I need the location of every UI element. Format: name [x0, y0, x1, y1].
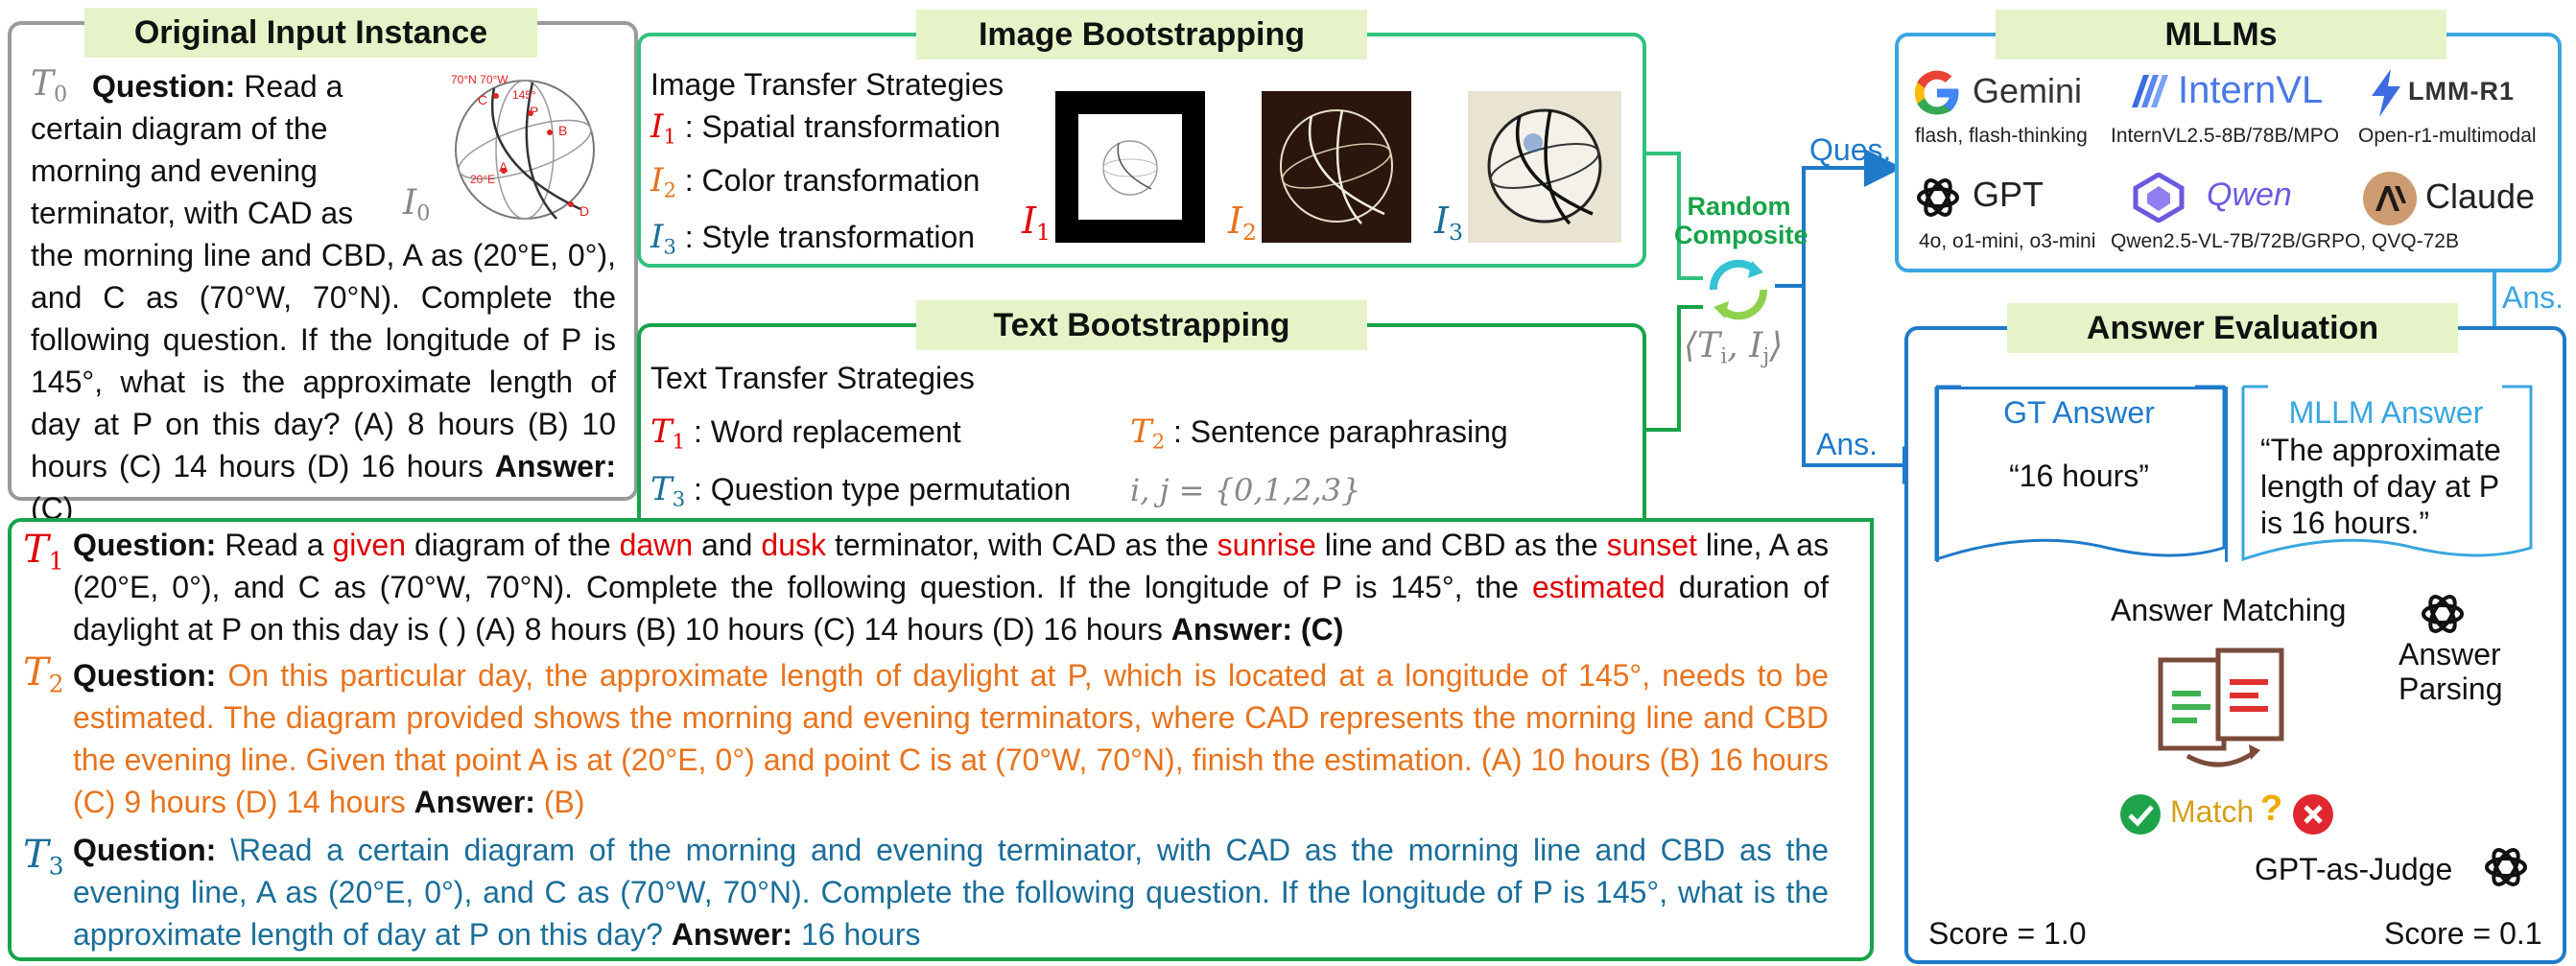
text-strategy-2: T2 : Sentence paraphrasing [1130, 412, 1508, 454]
answer-label: Answer: [494, 449, 617, 483]
match-label: Match [2170, 794, 2255, 829]
example-t3-text: Question: \Read a certain diagram of the… [73, 833, 1829, 952]
examples-panel [8, 518, 1874, 961]
model-name-qwen: Qwen [2207, 177, 2292, 213]
score-left: Score = 1.0 [1928, 916, 2087, 951]
original-t0-label: T0 [31, 64, 68, 107]
google-logo-icon [1914, 70, 1959, 115]
original-question-line2: certain diagram of the [31, 111, 328, 146]
model-name-gemini: Gemini [1973, 71, 2083, 110]
original-input-panel [8, 21, 638, 501]
text-strategies-heading: Text Transfer Strategies [650, 361, 975, 395]
globe-label-6: A [499, 159, 508, 175]
globe-label-1: 70°N 70°W [451, 73, 508, 86]
anthropic-logo-icon [2363, 172, 2417, 225]
qwen-logo-icon [2133, 173, 2185, 223]
refresh-cycle-icon [1709, 259, 1768, 320]
answer-matching-label: Answer Matching [2111, 593, 2347, 627]
original-i0-label: I0 [403, 183, 431, 226]
original-question-line3: morning and evening [31, 153, 318, 188]
example-t3-symbol: T3 [23, 833, 64, 881]
model-name-gpt: GPT [1973, 175, 2044, 214]
image-thumb-label-2: I2 [1228, 200, 1257, 247]
check-icon [2120, 794, 2161, 835]
ans-label: Ans. [1816, 427, 1879, 461]
internvl-logo-icon [2132, 75, 2168, 107]
answer-parsing-label: Answer Parsing [2399, 637, 2503, 706]
cross-icon [2293, 794, 2333, 835]
image-strategy-2: I2 : Color transformation [650, 161, 981, 202]
example-t2-symbol: T2 [23, 650, 64, 698]
composite-label: Random Composite [1674, 192, 1808, 249]
question-mark-icon: ? [2260, 789, 2283, 829]
globe-label-2: C [478, 92, 488, 107]
globe-label-7: 20°E [470, 173, 496, 186]
original-question-line4: terminator, with CAD as [31, 196, 354, 230]
mllm-answer-value: “The approximate length of day at P is 1… [2260, 433, 2501, 540]
model-variants-internvl: InternVL2.5-8B/78B/MPO [2111, 125, 2340, 147]
gt-answer-title: GT Answer [2003, 395, 2155, 430]
globe-label-4: 145° [512, 88, 536, 102]
image-strategies-heading: Image Transfer Strategies [650, 67, 1004, 102]
example-t1-symbol: T1 [23, 528, 64, 576]
openai-parsing-icon [2422, 595, 2464, 633]
original-input-title: Original Input Instance [84, 8, 537, 58]
lightning-logo-icon [2372, 69, 2400, 117]
score-right: Score = 0.1 [2384, 916, 2542, 951]
composite-pair: ⟨Ti, Ij⟩ [1684, 326, 1784, 369]
image-strategy-3: I3 : Style transformation [650, 218, 976, 259]
text-strategy-1: T1 : Word replacement [650, 412, 961, 454]
example-t2-text: Question: On this particular day, the ap… [73, 658, 1829, 819]
mllms-panel [1895, 33, 2562, 272]
original-globe-diagram [455, 80, 595, 220]
image-strategy-1: I1 : Spatial transformation [650, 107, 1001, 149]
question-label: Question: [92, 69, 236, 104]
model-variants-gemini: flash, flash-thinking [1915, 125, 2088, 147]
mllm-card-shape [2241, 385, 2533, 562]
gpt-as-judge-label: GPT-as-Judge [2255, 852, 2453, 886]
example-t1-text: Question: Read a given diagram of the da… [73, 528, 1830, 647]
answer-evaluation-title: Answer Evaluation [2007, 303, 2458, 353]
globe-label-5: B [558, 123, 568, 138]
ans-label-2: Ans. [2502, 280, 2564, 315]
document-compare-icon [2158, 648, 2284, 767]
text-bootstrap-title: Text Bootstrapping [916, 300, 1367, 350]
globe-label-8: D [579, 203, 590, 219]
model-name-claude: Claude [2425, 177, 2536, 216]
image-thumb-spatial [1055, 91, 1205, 243]
model-variants-gpt: 4o, o1-mini, o3-mini [1919, 230, 2096, 252]
model-name-internvl: InternVL [2178, 69, 2324, 111]
gt-answer-value: “16 hours” [2009, 459, 2149, 493]
gt-card-shape [1934, 385, 2226, 562]
text-strategy-3: T3 : Question type permutation [650, 470, 1072, 511]
index-set: i, j = {0,1,2,3} [1130, 472, 1361, 508]
image-thumb-style [1468, 91, 1621, 243]
image-thumb-label-1: I1 [1022, 200, 1051, 247]
original-question-head: Question: Read a [92, 69, 343, 104]
model-name-lmm-r1: LMM-R1 [2408, 77, 2515, 106]
globe-label-3: P [530, 104, 539, 119]
openai-judge-icon [2485, 848, 2527, 886]
ques-label: Ques. [1809, 132, 1892, 167]
original-question-rest: the morning line and CBD, A as (20°E, 0°… [31, 238, 617, 526]
image-bootstrap-title: Image Bootstrapping [916, 10, 1367, 59]
mllms-title: MLLMs [1996, 10, 2446, 59]
openai-logo-icon [1917, 178, 1959, 217]
model-variants-qwen: Qwen2.5-VL-7B/72B/GRPO, QVQ-72B [2111, 230, 2459, 252]
image-thumb-color [1262, 91, 1411, 243]
mllm-answer-title: MLLM Answer [2288, 395, 2484, 430]
image-thumb-label-3: I3 [1434, 200, 1463, 247]
model-variants-lmm-r1: Open-r1-multimodal [2358, 125, 2537, 147]
gt-answer-card [1936, 387, 2228, 562]
